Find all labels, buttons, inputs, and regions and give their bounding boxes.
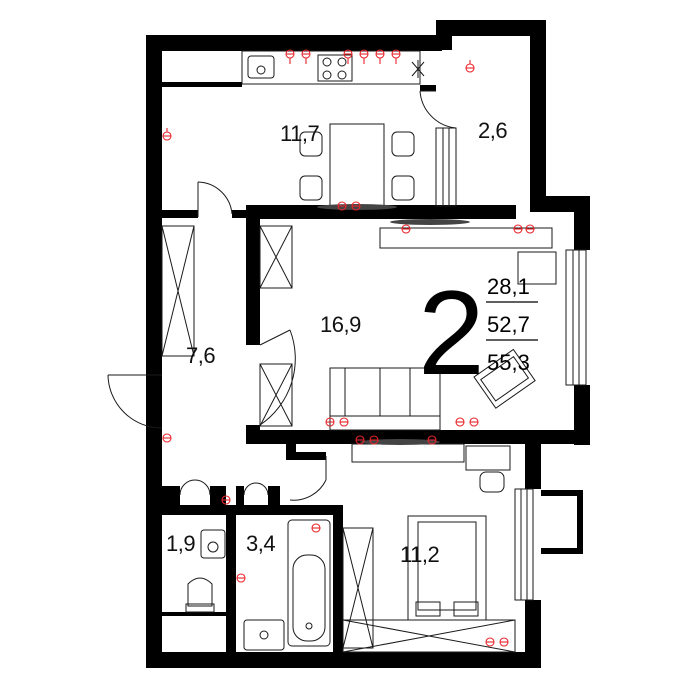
windows [435, 127, 587, 601]
room-label-storage: 2,6 [478, 118, 507, 143]
total-area: 52,7 [487, 312, 530, 337]
bedroom-furniture [342, 439, 516, 653]
hallway-furniture [161, 225, 195, 357]
socket-marks [162, 49, 535, 647]
living-area: 28,1 [487, 274, 530, 299]
room-label-living-room: 16,9 [320, 312, 361, 337]
room-label-hallway: 7,6 [186, 343, 215, 368]
interior-walls [162, 82, 586, 652]
room-label-kitchen: 11,7 [280, 121, 319, 146]
room-count: 2 [418, 266, 485, 400]
room-label-bedroom: 11,2 [400, 542, 439, 567]
total-area-with-balcony: 55,3 [487, 350, 530, 375]
outer-walls [146, 20, 590, 668]
room-label-toilet: 1,9 [166, 531, 195, 556]
living-furniture [259, 219, 557, 431]
bathroom-fixtures [185, 519, 331, 651]
room-label-bathroom: 3,4 [246, 531, 275, 556]
kitchen-furniture [241, 50, 425, 210]
balcony [541, 490, 583, 554]
